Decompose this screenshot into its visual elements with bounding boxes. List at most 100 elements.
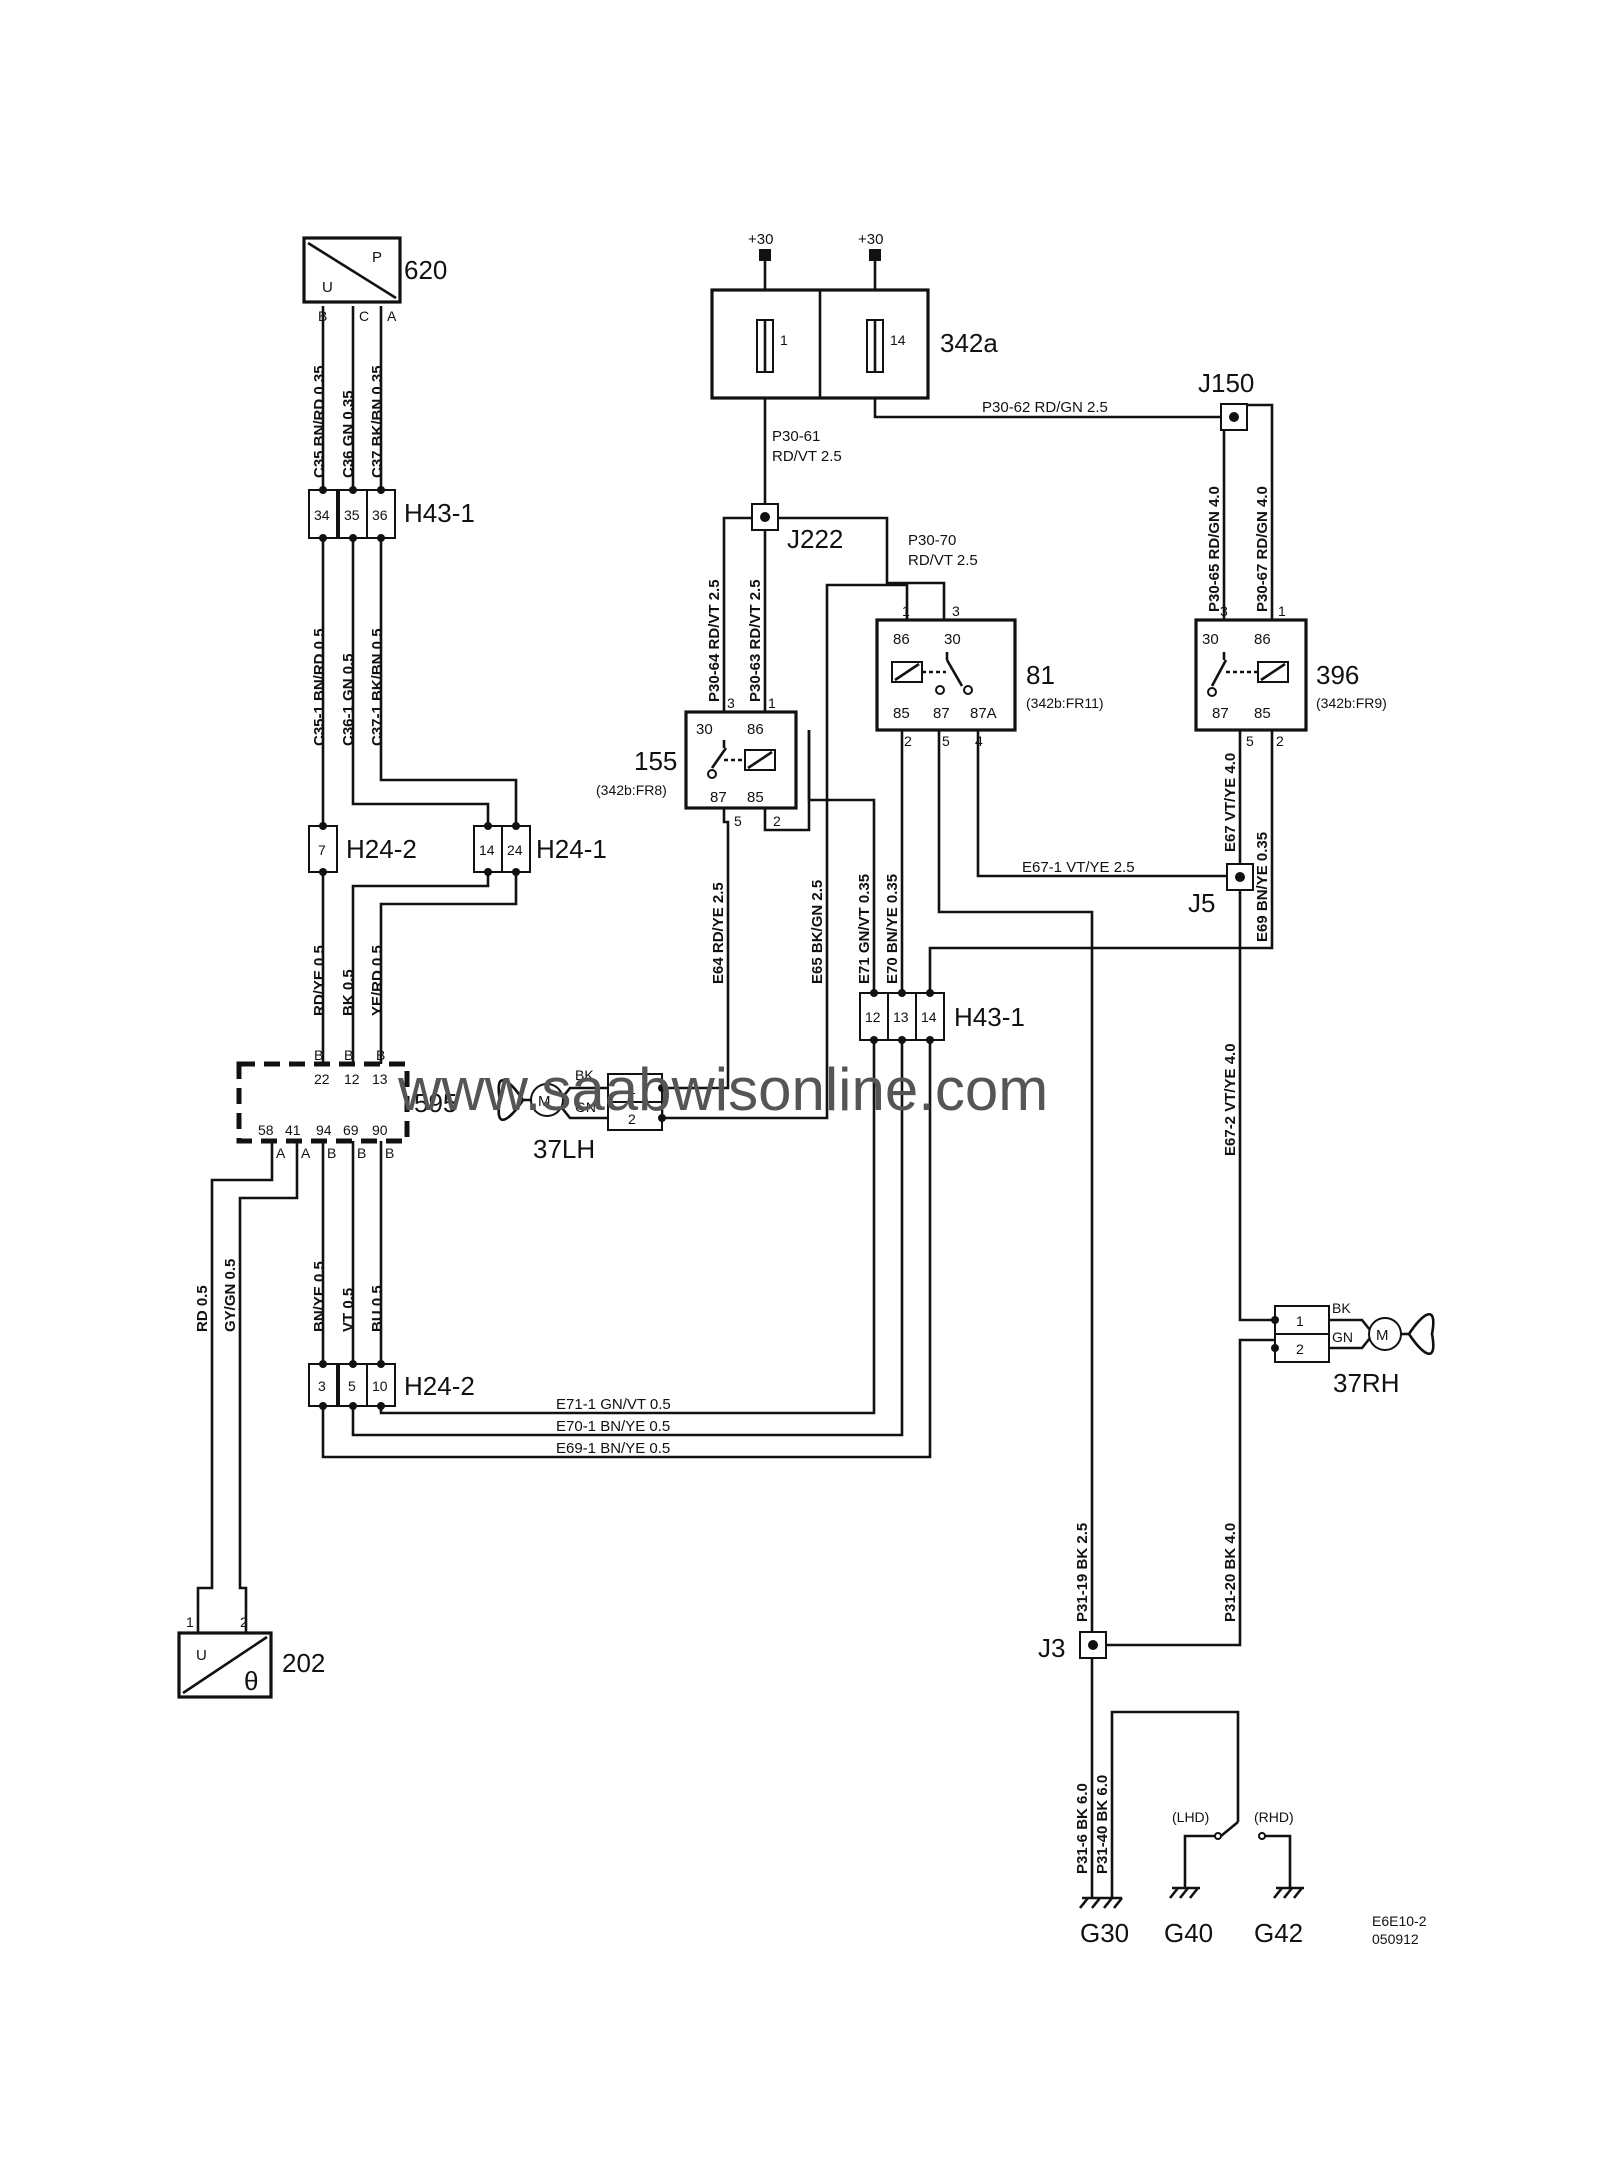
relay-81-pin-2: 2: [904, 733, 912, 749]
relay-396-term-85: 85: [1254, 705, 1271, 722]
wire-c37-1: C37-1 BK/BN 0.5: [369, 628, 386, 746]
j222-label: J222: [787, 524, 843, 554]
wire-e67-2: E67-2 VT/YE 4.0: [1222, 1043, 1239, 1156]
relay-81-pin-3: 3: [952, 603, 960, 619]
relay-396-pin-5: 5: [1246, 733, 1254, 749]
fan-lh-wire-gn: GN: [575, 1099, 596, 1115]
h24-2-bottom-pin-10: 10: [372, 1378, 388, 1394]
connector-h43-1-top: 34 35 36 H43-1: [308, 486, 475, 542]
relay-155: 3 1 30 86 87 85 5 2 155 (342b:FR8): [596, 695, 798, 829]
h43-top-pin-34: 34: [314, 507, 330, 523]
h43-top-pin-36: 36: [372, 507, 388, 523]
c595-pin-90: 90: [372, 1122, 388, 1138]
connector-h43-1-mid: 12 13 14 H43-1: [859, 989, 1025, 1044]
c595-top-letter-3: B: [376, 1047, 385, 1063]
wire-p30-61-id: P30-61: [772, 428, 820, 445]
relay-81-label: 81: [1026, 660, 1055, 690]
wires: [196, 255, 1292, 1898]
c202-u-label: U: [196, 1647, 207, 1664]
wire-p30-70-id: P30-70: [908, 532, 956, 549]
relay-155-term-30: 30: [696, 721, 713, 738]
relay-81-term-86: 86: [893, 631, 910, 648]
fan-rh-motor-m: M: [1376, 1327, 1389, 1344]
relay-155-term-85: 85: [747, 789, 764, 806]
relay-155-term-87: 87: [710, 789, 727, 806]
fuse-14-label: 14: [890, 332, 906, 348]
relay-155-ref: (342b:FR8): [596, 782, 667, 798]
supply-30-2: +30: [858, 231, 883, 248]
h43-mid-pin-14: 14: [921, 1009, 937, 1025]
relay-81-pin-4: 4: [975, 733, 983, 749]
h24-2-bottom-pin-5: 5: [348, 1378, 356, 1394]
sensor-620-pin-c: C: [359, 308, 369, 324]
relay-81: 1 3 86 30 85 87 87A 2 5 4 81 (342b:FR11): [875, 603, 1104, 749]
fan-lh-pin-2: 2: [628, 1111, 636, 1127]
h24-1-pin-24: 24: [507, 842, 523, 858]
fan-lh-pin-1: 1: [628, 1081, 636, 1097]
relay-81-term-87: 87: [933, 705, 950, 722]
sensor-620-label: 620: [404, 255, 447, 285]
connector-h24-2-bottom: 3 5 10 H24-2: [308, 1360, 475, 1410]
relay-396-label: 396: [1316, 660, 1359, 690]
wire-bu-b: BU 0.5: [369, 1285, 386, 1332]
fan-rh-pin-1: 1: [1296, 1313, 1304, 1329]
wire-labels-horizontal: P30-61 RD/VT 2.5 P30-62 RD/GN 2.5 P30-70…: [556, 399, 1135, 1457]
wire-e67: E67 VT/YE 4.0: [1222, 753, 1239, 852]
relay-81-pin-1: 1: [902, 603, 910, 619]
h43-mid-pin-13: 13: [893, 1009, 909, 1025]
h43-mid-pin-12: 12: [865, 1009, 881, 1025]
connector-h24-2-top: 7 H24-2: [308, 822, 417, 876]
fan-lh-motor-m: M: [538, 1093, 551, 1110]
wire-rd: RD 0.5: [194, 1285, 211, 1332]
ground-g42-label: G42: [1254, 1918, 1303, 1948]
junction-j5: J5: [1188, 863, 1254, 918]
h43-top-label: H43-1: [404, 498, 475, 528]
relay-155-label: 155: [634, 746, 677, 776]
sensor-620-pin-a: A: [387, 308, 397, 324]
wire-p30-61-spec: RD/VT 2.5: [772, 448, 842, 465]
wire-labels-vertical: C35 BN/RD 0.35 C36 GN 0.35 C37 BK/BN 0.3…: [194, 365, 1271, 1874]
relay-396-ref: (342b:FR9): [1316, 695, 1387, 711]
h24-2-bottom-label: H24-2: [404, 1371, 475, 1401]
wire-p30-67: P30-67 RD/GN 4.0: [1254, 486, 1271, 612]
c202-pin-2: 2: [240, 1614, 248, 1630]
relay-396-pin-3: 3: [1220, 603, 1228, 619]
wire-p30-62: P30-62 RD/GN 2.5: [982, 399, 1108, 416]
c595-label: 595: [414, 1088, 457, 1118]
wire-gy-gn: GY/GN 0.5: [222, 1259, 239, 1332]
wire-c35: C35 BN/RD 0.35: [311, 365, 328, 478]
wire-e70: E70 BN/YE 0.35: [884, 874, 901, 984]
wire-rd-ye: RD/YE 0.5: [311, 945, 328, 1016]
wire-bk: BK 0.5: [340, 969, 357, 1016]
c595-top-letter-1: B: [314, 1047, 323, 1063]
c595-top-letter-2: B: [344, 1047, 353, 1063]
relay-81-pin-5: 5: [942, 733, 950, 749]
drawing-date: 050912: [1372, 1931, 1419, 1947]
h24-1-label: H24-1: [536, 834, 607, 864]
relay-155-pin-5: 5: [734, 813, 742, 829]
connector-h24-1: 14 24 H24-1: [473, 822, 607, 876]
sensor-620-pin-b: B: [318, 308, 327, 324]
relay-155-pin-3: 3: [727, 695, 735, 711]
wire-p30-65: P30-65 RD/GN 4.0: [1206, 486, 1223, 612]
fan-rh-wire-bk: BK: [1332, 1300, 1351, 1316]
fuse-box-label: 342a: [940, 328, 998, 358]
relay-155-term-86: 86: [747, 721, 764, 738]
c595-bottom-letter-2: A: [301, 1145, 311, 1161]
j150-label: J150: [1198, 368, 1254, 398]
junction-j150: J150: [1198, 368, 1254, 431]
h24-2-top-pin-7: 7: [318, 842, 326, 858]
relay-81-term-30: 30: [944, 631, 961, 648]
sensor-620-u-label: U: [322, 279, 333, 296]
wire-ye-rd: YE/RD 0.5: [369, 945, 386, 1016]
j3-label: J3: [1038, 1633, 1065, 1663]
sensor-620-p-label: P: [372, 249, 382, 266]
wire-p31-6: P31-6 BK 6.0: [1074, 1783, 1091, 1874]
c595-bottom-letter-3: B: [327, 1145, 336, 1161]
ground-rhd-label: (RHD): [1254, 1809, 1294, 1825]
fuse-box-342a: 1 14 342a +30 +30: [710, 231, 998, 400]
relay-396-pin-1: 1: [1278, 603, 1286, 619]
wire-e71-1: E71-1 GN/VT 0.5: [556, 1396, 671, 1413]
junction-j3: J3: [1038, 1631, 1107, 1663]
